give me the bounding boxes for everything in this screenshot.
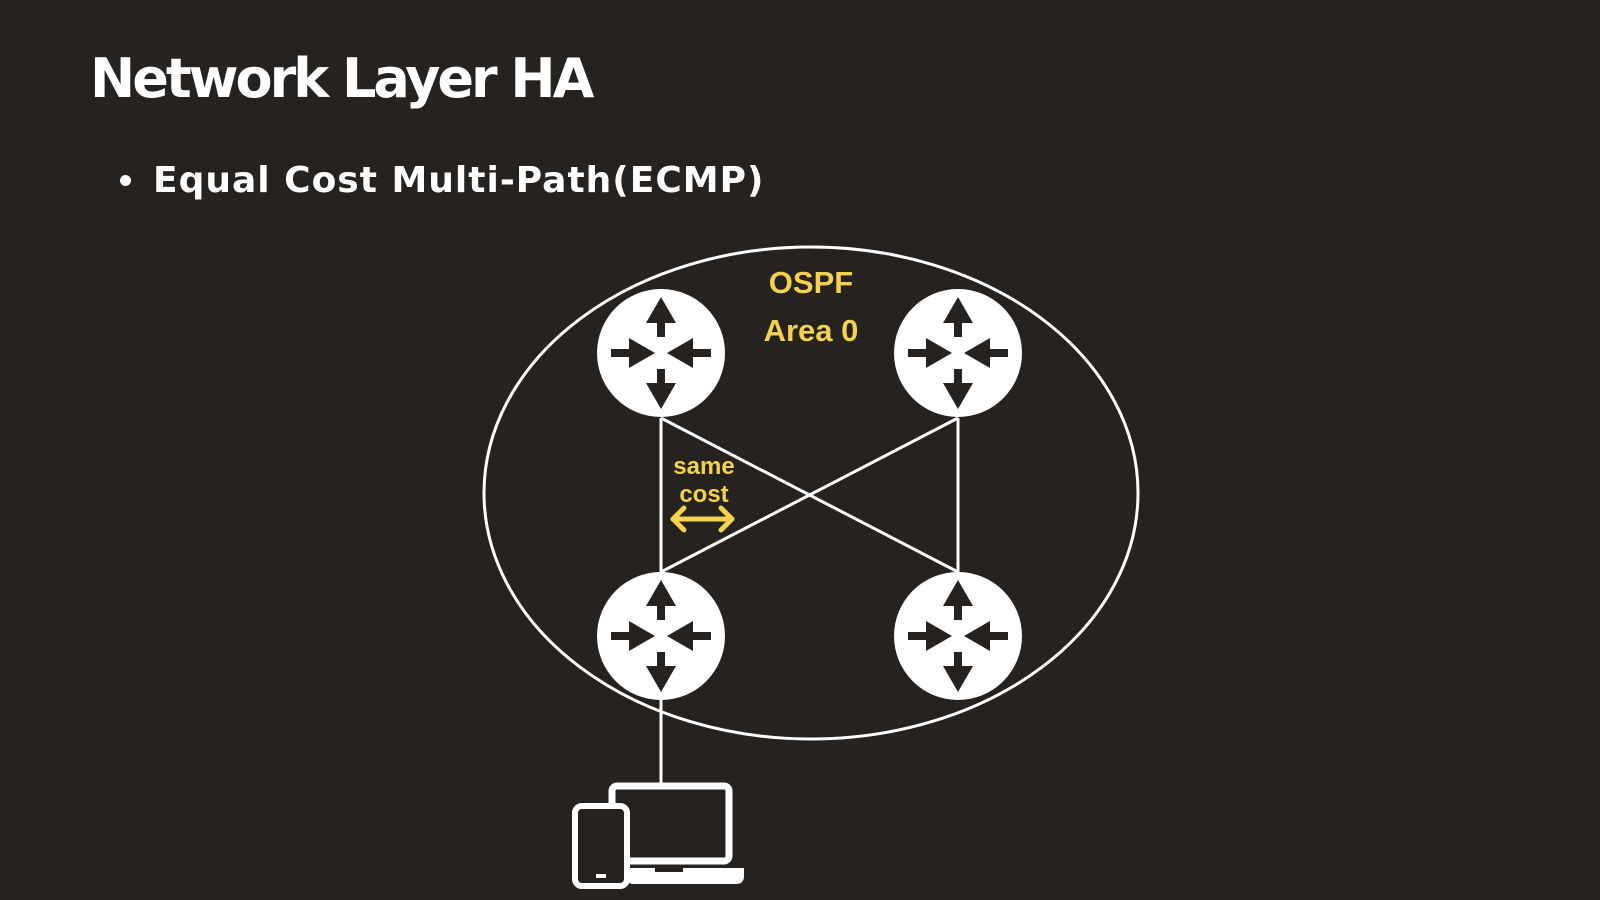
area-label-area: Area 0 [764,313,859,348]
router-icon[interactable] [894,289,1022,417]
bullet-text: Equal Cost Multi-Path(ECMP) [153,160,765,201]
router-icon[interactable] [597,572,725,700]
link-tr-bl [660,416,959,574]
bullet-item: Equal Cost Multi-Path(ECMP) [120,160,764,201]
router-icon[interactable] [597,289,725,417]
slide-title: Network Layer HA [90,47,594,110]
router-icon[interactable] [894,572,1022,700]
bullet-list: Equal Cost Multi-Path(ECMP) [120,160,764,201]
area-label-protocol: OSPF [769,265,853,300]
double-arrow-icon [670,505,735,533]
cost-label-line1: same [673,453,734,480]
links [659,416,960,784]
devices-icon[interactable] [572,782,744,889]
ospf-area-boundary [482,245,1140,741]
cost-label-line2: cost [679,481,728,508]
bullet-dot-icon [120,175,131,186]
